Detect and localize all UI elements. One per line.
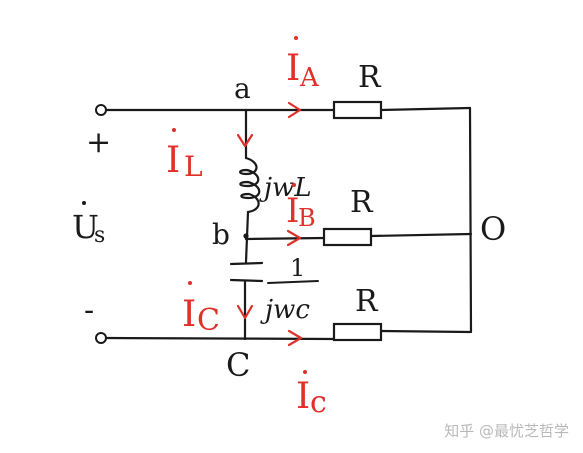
IL-main: I xyxy=(166,140,180,181)
node-c-label: C xyxy=(226,346,250,384)
terminal-minus xyxy=(95,332,107,344)
current-IL: I L xyxy=(166,140,203,183)
inductor-coil xyxy=(239,156,261,214)
watermark: 知乎 @最忧芝哲学 xyxy=(444,422,569,440)
arrow-IC-left xyxy=(236,304,254,320)
arrow-IC-bottom xyxy=(287,329,303,347)
wire-right-vertical xyxy=(468,106,473,334)
wire-top-right xyxy=(379,106,472,112)
IC-bottom-sub: c xyxy=(310,385,327,420)
plus-sign: + xyxy=(86,125,111,160)
current-phasor-dots xyxy=(172,36,307,374)
IA-main: I xyxy=(286,48,300,89)
IC-bottom-main: I xyxy=(296,376,310,417)
arrow-IL xyxy=(236,133,254,148)
IB-main: I xyxy=(286,191,299,231)
current-IC-left: I C xyxy=(182,294,220,338)
source-subscript: s xyxy=(94,223,105,248)
current-IC-bottom: I c xyxy=(296,376,327,420)
node-o-label: O xyxy=(480,210,506,248)
wire-bottom-right xyxy=(379,329,472,334)
IA-dot xyxy=(294,36,298,40)
resistor-top xyxy=(332,100,383,120)
minus-sign: - xyxy=(84,293,94,328)
source-dot xyxy=(82,201,86,205)
source-voltage-label: U s xyxy=(72,201,105,248)
inductor-impedance-label: jwL xyxy=(259,173,312,203)
IC-left-sub: C xyxy=(197,303,220,338)
current-IB: I B xyxy=(286,191,316,232)
wire-bottom-left xyxy=(104,336,336,341)
resistor-top-label: R xyxy=(358,60,382,95)
node-a-label: a xyxy=(234,72,251,105)
terminal-plus xyxy=(95,104,107,116)
wire-middle-right xyxy=(369,232,473,238)
current-IA: I A xyxy=(286,48,320,93)
current-arrows xyxy=(236,101,303,347)
IL-sub: L xyxy=(184,150,203,183)
IC-left-main: I xyxy=(182,294,196,335)
arrow-IB xyxy=(286,229,302,247)
wire-middle-left xyxy=(244,236,326,241)
capacitor-denominator: jwc xyxy=(260,295,310,325)
wires xyxy=(104,106,473,341)
IB-sub: B xyxy=(298,204,316,232)
resistor-middle xyxy=(322,227,373,247)
capacitor-plate-top xyxy=(229,261,264,266)
arrow-IA xyxy=(287,101,302,119)
resistor-middle-label: R xyxy=(350,185,374,220)
source-main: U xyxy=(72,208,99,246)
resistor-bottom xyxy=(332,322,383,342)
capacitor-numerator: 1 xyxy=(290,254,305,282)
IA-sub: A xyxy=(299,63,320,93)
node-b-dot xyxy=(243,233,249,239)
IC-left-dot xyxy=(188,281,192,285)
resistor-bottom-label: R xyxy=(355,284,379,319)
capacitor-fraction-line xyxy=(267,280,319,284)
IC-bottom-dot xyxy=(303,370,307,374)
capacitor-plate-bottom xyxy=(229,278,264,283)
node-b-label: b xyxy=(212,218,230,251)
IL-dot xyxy=(172,128,176,132)
IB-dot xyxy=(292,183,296,187)
